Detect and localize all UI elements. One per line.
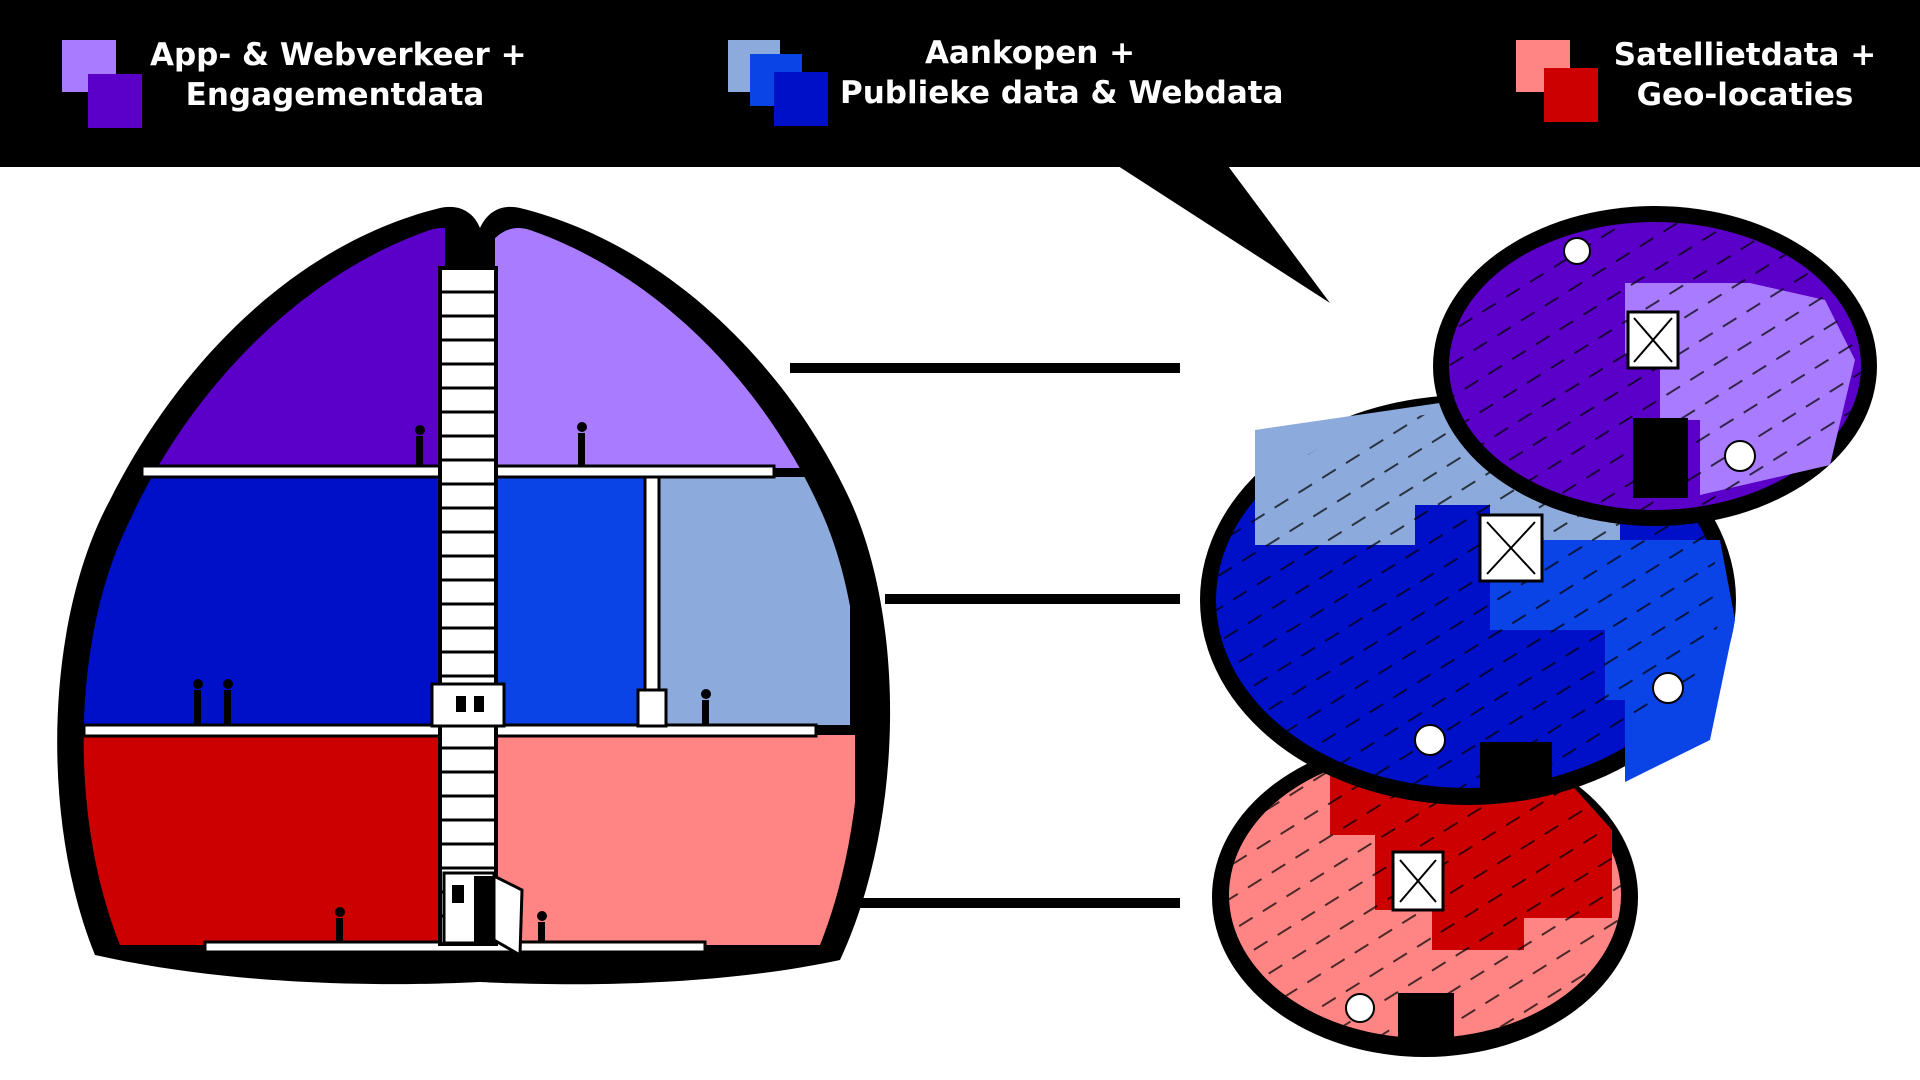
speech-tail [1118,166,1330,303]
legend-label-satellite: Satellietdata + Geo-locaties [1610,35,1880,115]
legend-line-1: Aankopen + [924,35,1136,71]
blue-squares-icon [728,40,828,126]
legend-line-2: Geo-locaties [1636,77,1854,113]
middle-floor-center [495,477,645,725]
brain-building [57,206,891,985]
floor-plan-purple [1433,206,1877,526]
legend-line-1: Satellietdata + [1613,37,1877,73]
middle-floor-left [83,477,445,725]
bottom-floor-left [83,735,445,946]
bottom-floor-right [495,735,855,946]
legend-bar: App- & Webverkeer + Engagementdata Aanko… [0,0,1920,167]
legend-item-purchases: Aankopen + Publieke data & Webdata [700,0,1320,167]
legend-item-app-web: App- & Webverkeer + Engagementdata [0,0,560,167]
legend-line-2: Engagementdata [185,77,485,113]
legend-label-purchases: Aankopen + Publieke data & Webdata [840,33,1284,113]
floor-plan-red [1212,737,1638,1057]
connector-lines [790,363,1180,908]
legend-label-app-web: App- & Webverkeer + Engagementdata [150,35,527,115]
people-silhouettes [193,422,711,942]
elevator-shaft [430,266,524,958]
purple-squares-icon [62,40,142,128]
red-squares-icon [1516,40,1598,122]
middle-floor-right [660,477,850,725]
legend-item-satellite: Satellietdata + Geo-locaties [1500,0,1920,167]
legend-line-2: Publieke data & Webdata [840,75,1284,111]
legend-line-1: App- & Webverkeer + [150,37,527,73]
